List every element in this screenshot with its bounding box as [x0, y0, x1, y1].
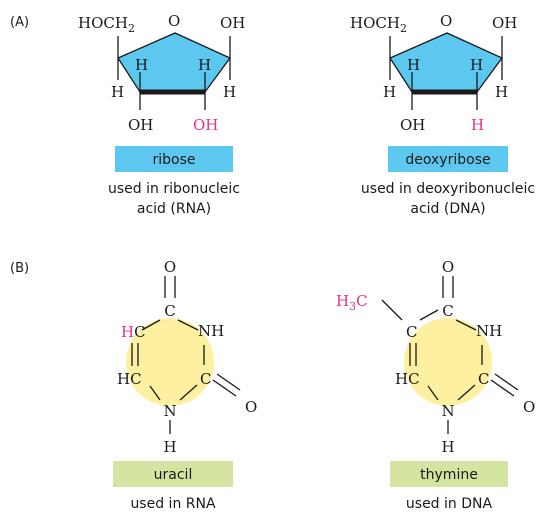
ribose-oh-bottom-left: OH: [128, 116, 153, 134]
thymine-name-box: [390, 461, 508, 487]
deoxyribose-h-left-up: H: [407, 56, 420, 74]
ribose-caption-line1: used in ribonucleic: [108, 181, 240, 197]
thymine-c-right: C: [478, 370, 489, 388]
uracil-o-right: O: [245, 398, 257, 416]
thymine-h-bottom: H: [441, 438, 454, 456]
deoxyribose-h-right-up: H: [470, 56, 483, 74]
thymine-structure: H3C O C C NH HC C O N H: [336, 258, 535, 456]
thymine-name: thymine: [420, 467, 478, 483]
ribose-ring-oxygen: O: [168, 12, 180, 30]
uracil-c-right: C: [200, 370, 211, 388]
deoxyribose-name-box: [388, 146, 508, 172]
ribose-oh-bottom-right: OH: [193, 116, 218, 134]
thymine-caption: used in DNA: [406, 496, 493, 512]
uracil-n: N: [163, 402, 176, 420]
deoxyribose-caption-line1: used in deoxyribonucleic: [361, 181, 535, 197]
ribose-hoch2: HOCH2: [78, 14, 135, 35]
thymine-nh: NH: [476, 322, 502, 340]
uracil-h-bottom: H: [163, 438, 176, 456]
ribose-h-right-down: H: [223, 83, 236, 101]
deoxyribose-hoch2: HOCH2: [350, 14, 407, 35]
uracil-c-top: C: [164, 302, 175, 320]
thymine-o-top: O: [442, 258, 454, 276]
thymine-ring: [404, 318, 492, 406]
ribose-caption-line2: acid (RNA): [137, 201, 211, 217]
panel-b-label: (B): [10, 261, 29, 276]
uracil-hc-top: HC: [121, 323, 146, 341]
panel-a-label: (A): [10, 15, 29, 30]
thymine-h3c: H3C: [336, 292, 368, 313]
ribose-oh-right: OH: [220, 14, 245, 32]
uracil-structure: O C NH HC HC C O N H: [117, 258, 257, 456]
deoxyribose-structure: HOCH2 O OH H H H H OH H: [350, 12, 517, 134]
ribose-h-left-up: H: [135, 56, 148, 74]
ribose-h-left-down: H: [111, 83, 124, 101]
deoxyribose-name: deoxyribose: [405, 152, 490, 168]
deoxyribose-oh-right: OH: [492, 14, 517, 32]
deoxyribose-h-right-down: H: [495, 83, 508, 101]
ribose-structure: HOCH2 O OH H H H H OH OH: [78, 12, 245, 134]
thymine-o-right: O: [523, 398, 535, 416]
deoxyribose-ring-oxygen: O: [440, 12, 452, 30]
deoxyribose-h-bottom-right: H: [471, 116, 484, 134]
thymine-n: N: [441, 402, 454, 420]
thymine-c-top: C: [442, 302, 453, 320]
uracil-ring: [126, 318, 214, 406]
uracil-nh: NH: [198, 322, 224, 340]
deoxyribose-h-left-down: H: [383, 83, 396, 101]
deoxyribose-caption-line2: acid (DNA): [410, 201, 485, 217]
ribose-h-right-up: H: [198, 56, 211, 74]
ribose-name-box: [115, 146, 233, 172]
thymine-c-left: C: [406, 323, 417, 341]
uracil-hc-bottom: HC: [117, 370, 142, 388]
uracil-caption: used in RNA: [130, 496, 216, 512]
ribose-name: ribose: [152, 152, 195, 168]
deoxyribose-oh-bottom-left: OH: [400, 116, 425, 134]
thymine-hc-bottom: HC: [395, 370, 420, 388]
uracil-o-top: O: [164, 258, 176, 276]
uracil-name-box: [113, 461, 233, 487]
uracil-name: uracil: [154, 467, 193, 483]
